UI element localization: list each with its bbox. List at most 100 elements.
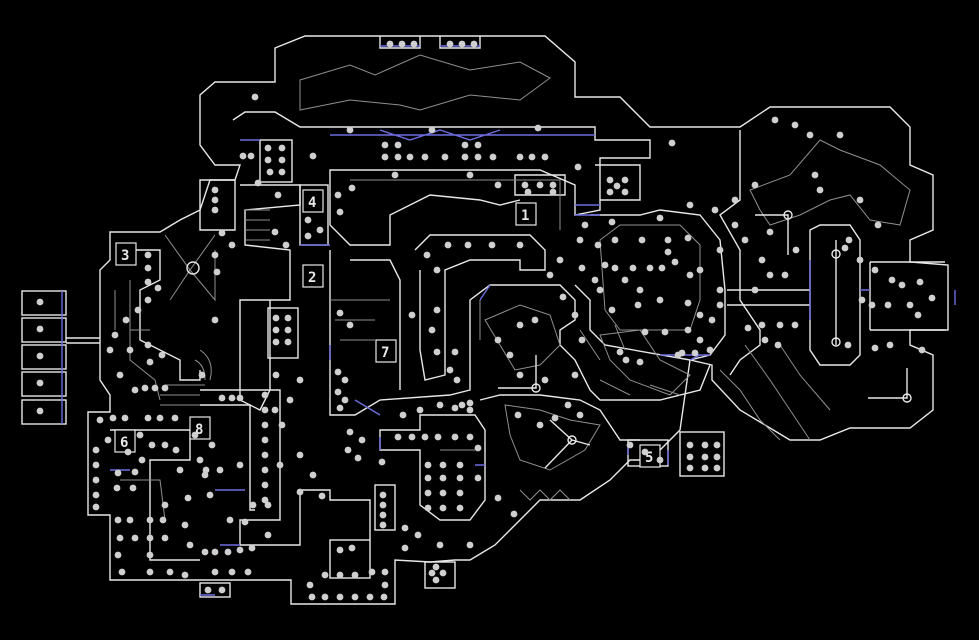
item-dot: [494, 336, 502, 344]
item-dot: [888, 276, 896, 284]
item-dot: [336, 404, 344, 412]
item-dot: [711, 206, 719, 214]
item-dot: [247, 152, 255, 160]
item-dot: [716, 301, 724, 309]
item-dot: [118, 568, 126, 576]
item-dot: [641, 448, 649, 456]
item-dot: [751, 286, 759, 294]
item-dot: [701, 441, 709, 449]
item-dot: [334, 388, 342, 396]
item-dot: [408, 433, 416, 441]
item-dot: [228, 394, 236, 402]
item-dot: [439, 569, 447, 577]
item-dot: [309, 471, 317, 479]
item-dot: [171, 414, 179, 422]
item-dot: [154, 284, 162, 292]
item-dot: [428, 326, 436, 334]
item-dot: [516, 241, 524, 249]
item-dot: [686, 453, 694, 461]
item-dot: [211, 186, 219, 194]
item-dot: [751, 181, 759, 189]
item-dot: [144, 251, 152, 259]
item-dot: [96, 416, 104, 424]
item-dot: [131, 386, 139, 394]
item-dot: [211, 206, 219, 214]
item-dot: [684, 234, 692, 242]
item-dot: [264, 144, 272, 152]
item-dot: [616, 348, 624, 356]
item-dot: [274, 191, 282, 199]
item-dot: [474, 444, 482, 452]
item-dot: [656, 456, 664, 464]
item-dot: [914, 311, 922, 319]
item-dot: [218, 586, 226, 594]
item-dot: [741, 236, 749, 244]
item-dot: [684, 299, 692, 307]
item-dot: [691, 349, 699, 357]
item-dot: [761, 336, 769, 344]
item-dot: [576, 411, 584, 419]
item-dot: [341, 396, 349, 404]
item-dot: [541, 153, 549, 161]
item-dot: [671, 258, 679, 266]
item-dot: [626, 441, 634, 449]
item-dot: [771, 116, 779, 124]
item-dot: [296, 488, 304, 496]
item-dot: [446, 40, 454, 48]
item-dot: [236, 546, 244, 554]
item-dot: [744, 324, 752, 332]
item-dot: [354, 454, 362, 462]
item-dot: [184, 494, 192, 502]
item-dot: [918, 346, 926, 354]
item-dot: [368, 568, 376, 576]
item-dot: [401, 544, 409, 552]
item-dot: [399, 411, 407, 419]
item-dot: [146, 568, 154, 576]
item-dot: [594, 241, 602, 249]
item-dot: [731, 221, 739, 229]
item-dot: [348, 544, 356, 552]
item-dot: [282, 241, 290, 249]
item-dot: [272, 314, 280, 322]
item-dot: [606, 188, 614, 196]
item-dot: [461, 153, 469, 161]
item-dot: [144, 341, 152, 349]
item-dot: [461, 141, 469, 149]
item-dot: [578, 336, 586, 344]
svg-text:2: 2: [308, 270, 316, 286]
item-dot: [464, 241, 472, 249]
item-dot: [453, 376, 461, 384]
item-dot: [436, 541, 444, 549]
item-dot: [856, 256, 864, 264]
item-dot: [428, 126, 436, 134]
item-dot: [144, 278, 152, 286]
item-dot: [581, 221, 589, 229]
item-dot: [506, 351, 514, 359]
item-dot: [344, 446, 352, 454]
item-dot: [466, 399, 474, 407]
item-dot: [441, 153, 449, 161]
item-dot: [114, 516, 122, 524]
svg-text:4: 4: [308, 195, 316, 211]
item-dot: [514, 411, 522, 419]
item-dot: [706, 346, 714, 354]
item-dot: [713, 441, 721, 449]
item-dot: [379, 501, 387, 509]
item-dot: [336, 546, 344, 554]
svg-text:6: 6: [120, 435, 128, 451]
item-dot: [816, 186, 824, 194]
item-dot: [611, 236, 619, 244]
item-dot: [856, 196, 864, 204]
item-dot: [791, 321, 799, 329]
item-dot: [766, 271, 774, 279]
item-dot: [271, 406, 279, 414]
item-dot: [401, 524, 409, 532]
item-dot: [92, 446, 100, 454]
item-dot: [841, 244, 849, 252]
item-dot: [439, 504, 447, 512]
item-dot: [261, 466, 269, 474]
item-dot: [181, 521, 189, 529]
item-dot: [684, 326, 692, 334]
item-dot: [92, 461, 100, 469]
